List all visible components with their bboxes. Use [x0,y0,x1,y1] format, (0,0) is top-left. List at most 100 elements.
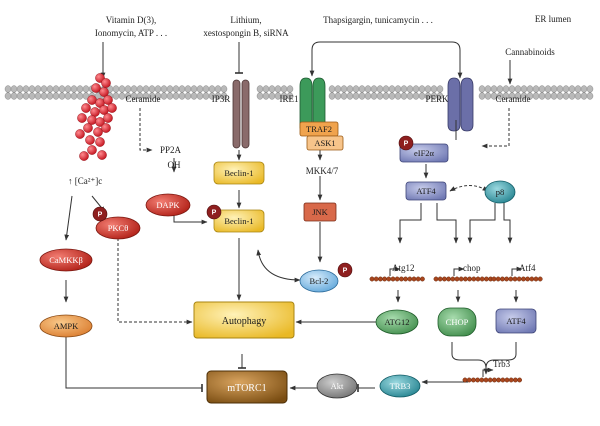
membrane-lipid [166,92,174,100]
membrane-lipid [430,85,438,93]
gene-bead [487,377,493,383]
membrane-lipid [346,92,354,100]
gene-bead [516,276,522,282]
gene-bead [517,377,522,383]
phospho-badge: P [337,262,353,278]
membrane-lipid [160,85,168,93]
membrane-lipid [10,85,18,93]
membrane-lipid [220,92,228,100]
membrane-lipid [550,85,558,93]
arrow-atf4-chop [436,203,459,244]
membrane-lipid [496,85,504,93]
calcium-ion [81,103,91,113]
membrane-lipid [370,92,378,100]
calcium-ion [107,103,117,113]
gene-bead [475,377,480,383]
traf2-node: TRAF2 [299,121,339,137]
gene-bead [419,276,425,282]
membrane-lipid [256,85,264,93]
membrane-lipid [400,85,408,93]
membrane-lipid [58,92,66,100]
membrane-lipid [394,92,402,100]
membrane-lipid [544,92,552,100]
membrane-lipid [328,85,336,93]
membrane-lipid [424,85,432,93]
gene-bead [475,276,481,282]
gene-bead [441,276,447,282]
label-ip3r: IP3R [212,94,231,104]
membrane-lipid [382,85,390,93]
membrane-lipid [388,85,396,93]
atf4-top-node: ATF4 [405,181,447,201]
calcium-ion [99,87,109,97]
membrane-lipid [406,92,414,100]
membrane-lipid [364,92,372,100]
chop-gene-label: chop [463,263,481,273]
membrane-lipid [46,85,54,93]
membrane-lipid [544,85,552,93]
arrow-ceramide-eif2a [481,108,510,149]
membrane-lipid [502,85,510,93]
membrane-lipid [340,85,348,93]
membrane-lipid [532,85,540,93]
ask1-label: ASK1 [314,138,335,148]
membrane-lipid [52,92,60,100]
mtorc1-label: mTORC1 [227,383,266,394]
calcium-ions-cluster [75,73,117,161]
membrane-lipid [190,85,198,93]
membrane-lipid [484,85,492,93]
membrane-lipid [406,85,414,93]
autophagy-node: Autophagy [193,301,295,339]
membrane-lipid [46,92,54,100]
membrane-lipid [286,85,294,93]
membrane-lipid [4,85,12,93]
membrane-lipid [136,85,144,93]
membrane-lipid [52,85,60,93]
membrane-lipid [550,92,558,100]
membrane-lipid [166,85,174,93]
atg12-protein-label: ATG12 [384,317,409,327]
membrane-lipid [574,85,582,93]
membrane-lipid [268,92,276,100]
phospho-badge: P [398,135,414,151]
membrane-lipid [58,85,66,93]
chop-protein-label: CHOP [446,317,469,327]
gene-bead [394,276,400,282]
calcium-ion [91,83,101,93]
calcium-ion [77,113,87,123]
traf2-label: TRAF2 [306,124,332,134]
atf4-protein-label: ATF4 [506,316,526,326]
gene-bead [446,276,451,282]
gene-bead [479,276,485,282]
binding-atf4-p8 [449,185,489,192]
membrane-lipid [184,92,192,100]
membrane-lipid [436,92,444,100]
beclin1-bottom-label: Beclin-1 [224,216,253,226]
gene-bead [454,276,460,282]
gene-bead [415,276,421,282]
inhibit-ampk-mtorc1 [65,336,203,392]
gene-bead [491,276,497,282]
phospho-badge-label: P [212,210,217,217]
membrane-lipid [154,85,162,93]
gene-bead [500,377,506,383]
ampk-label: AMPK [54,321,79,331]
camkk-beta-node: CaMKKβ [39,248,93,272]
gene-bead [462,276,468,282]
membrane-lipid [484,92,492,100]
membrane-lipid [280,85,288,93]
membrane-lipid [22,92,30,100]
ip3r-receptor [232,79,250,149]
calcium-ion [85,135,95,145]
membrane-lipid [562,85,570,93]
membrane-lipid [418,85,426,93]
membrane-lipid [148,85,156,93]
gene-strand-atg12 [369,266,425,282]
calcium-ion [75,129,85,139]
membrane-lipid [112,92,120,100]
jnk-node: JNK [303,202,337,222]
phospho-badge: P [92,206,108,222]
dapk-label: DAPK [156,200,180,210]
membrane-lipid [382,92,390,100]
